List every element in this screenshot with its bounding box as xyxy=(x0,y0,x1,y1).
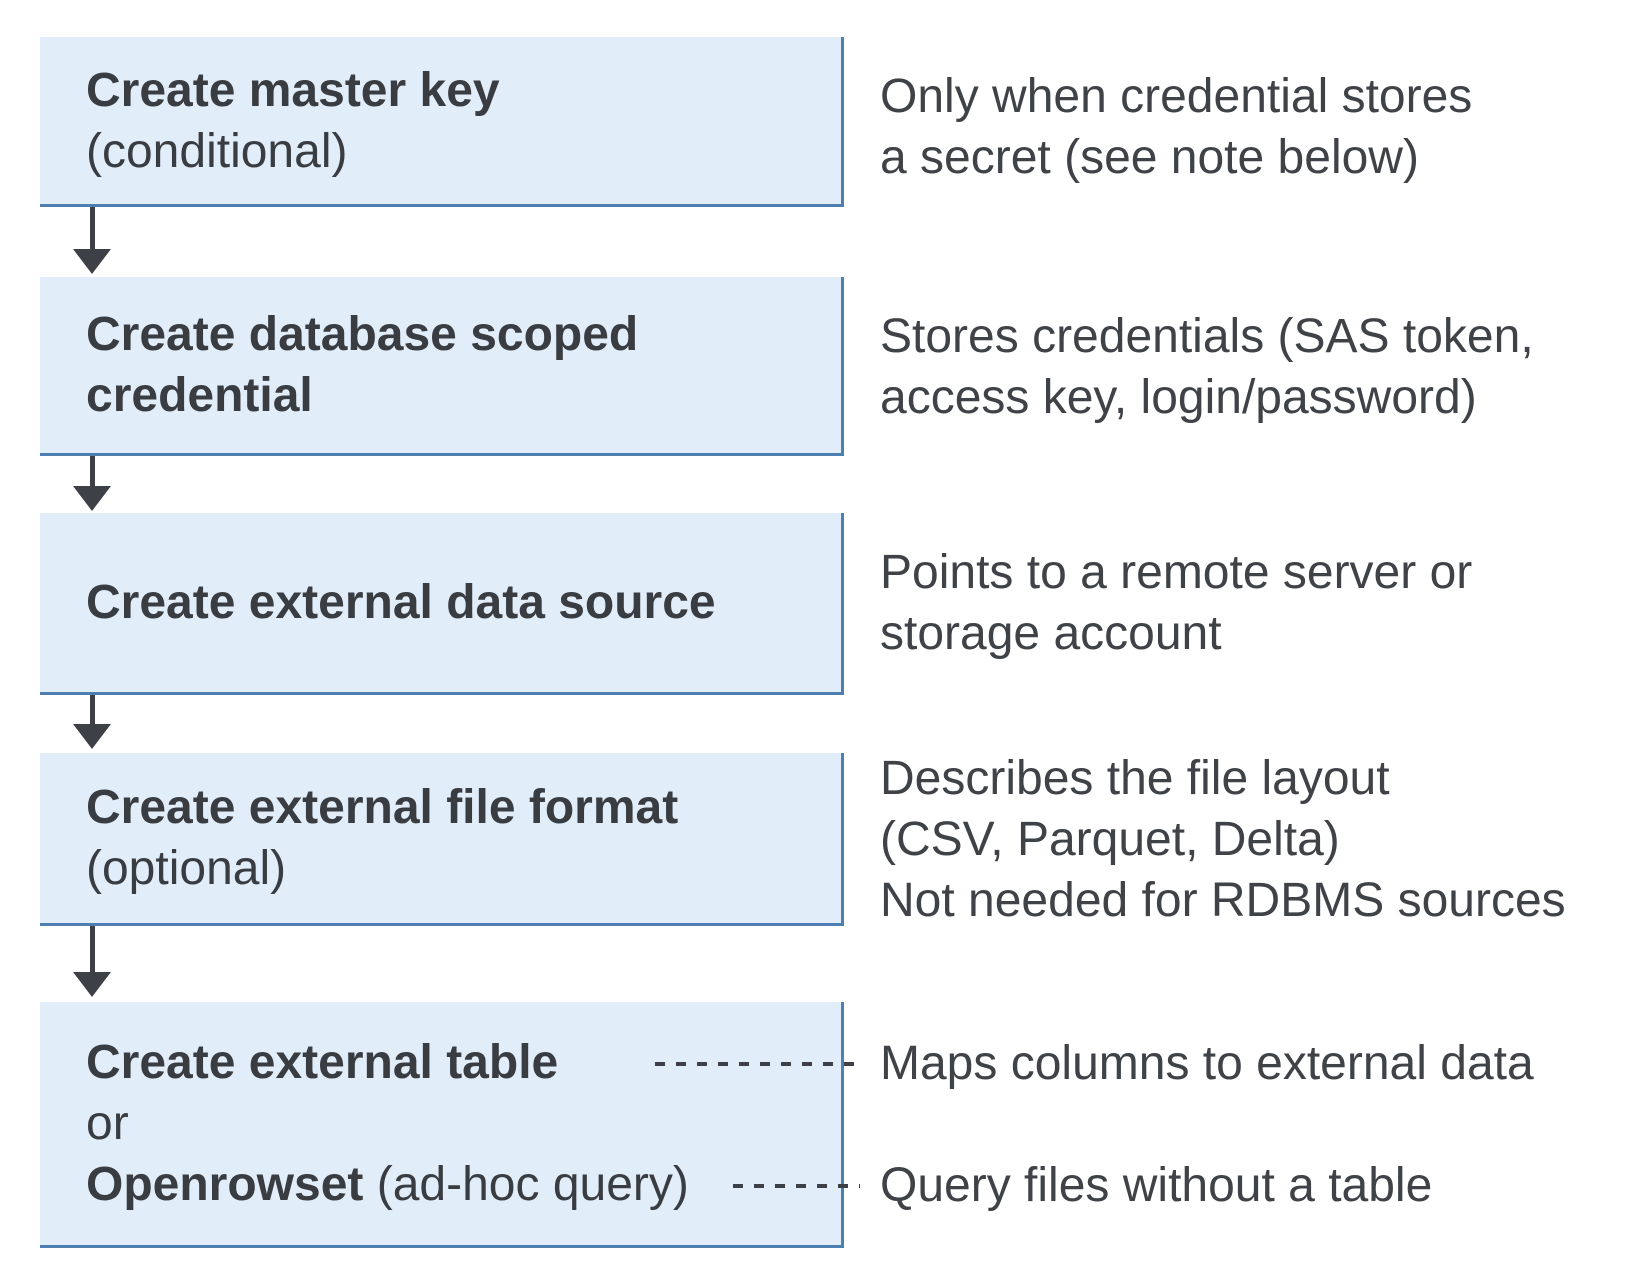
box-option-create-external-table: Create external table xyxy=(86,1036,559,1089)
flow-down-arrow-icon xyxy=(73,926,111,997)
flow-box-create-external-table-or-openrowset: Create external table or Openrowset (ad-… xyxy=(40,1002,844,1248)
box-subtitle: (conditional) xyxy=(86,124,348,178)
note-line: Maps columns to external data xyxy=(880,1037,1534,1090)
note-line: Not needed for RDBMS sources xyxy=(880,874,1566,927)
note-line: Stores credentials (SAS token, xyxy=(880,310,1534,363)
note-external-table: Maps columns to external data xyxy=(880,1033,1534,1094)
flow-box-create-external-file-format: Create external file format (optional) xyxy=(40,753,844,926)
arrow-head xyxy=(73,724,111,749)
arrow-shaft xyxy=(90,456,95,490)
flow-box-create-master-key: Create master key (conditional) xyxy=(40,37,844,207)
box-title: credential xyxy=(86,369,313,422)
note-line: (CSV, Parquet, Delta) xyxy=(880,813,1340,866)
note-line: storage account xyxy=(880,607,1222,660)
arrow-head xyxy=(73,972,111,997)
openrowset-label: Openrowset xyxy=(86,1158,364,1211)
note-openrowset: Query files without a table xyxy=(880,1155,1432,1216)
openrowset-suffix: (ad-hoc query) xyxy=(363,1158,689,1211)
arrow-shaft xyxy=(90,207,95,253)
flow-down-arrow-icon xyxy=(73,207,111,274)
flow-down-arrow-icon xyxy=(73,695,111,749)
dashed-connector-openrowset xyxy=(733,1184,860,1188)
note-scoped-credential: Stores credentials (SAS token, access ke… xyxy=(880,306,1534,428)
box-title: Create database scoped xyxy=(86,308,639,361)
arrow-shaft xyxy=(90,926,95,976)
flow-down-arrow-icon xyxy=(73,456,111,511)
box-title: Create external file format xyxy=(86,781,679,834)
note-line: access key, login/password) xyxy=(880,371,1477,424)
note-line: Points to a remote server or xyxy=(880,546,1473,599)
arrow-head xyxy=(73,486,111,511)
note-line: a secret (see note below) xyxy=(880,131,1419,184)
box-title: Create master key xyxy=(86,63,500,117)
note-external-file-format: Describes the file layout (CSV, Parquet,… xyxy=(880,748,1566,931)
dashed-connector-external-table xyxy=(655,1062,860,1066)
note-line: Query files without a table xyxy=(880,1159,1433,1212)
note-master-key: Only when credential stores a secret (se… xyxy=(880,66,1472,188)
note-external-data-source: Points to a remote server or storage acc… xyxy=(880,542,1472,664)
box-subtitle: (optional) xyxy=(86,842,287,895)
flow-box-create-external-data-source: Create external data source xyxy=(40,513,844,695)
box-or-word: or xyxy=(86,1097,129,1150)
flow-box-create-scoped-credential: Create database scoped credential xyxy=(40,277,844,456)
note-line: Only when credential stores xyxy=(880,70,1473,123)
box-option-openrowset: Openrowset (ad-hoc query) xyxy=(86,1154,841,1215)
arrow-head xyxy=(73,249,111,274)
box-title: Create external data source xyxy=(86,576,716,629)
note-line: Describes the file layout xyxy=(880,752,1390,805)
arrow-shaft xyxy=(90,695,95,728)
